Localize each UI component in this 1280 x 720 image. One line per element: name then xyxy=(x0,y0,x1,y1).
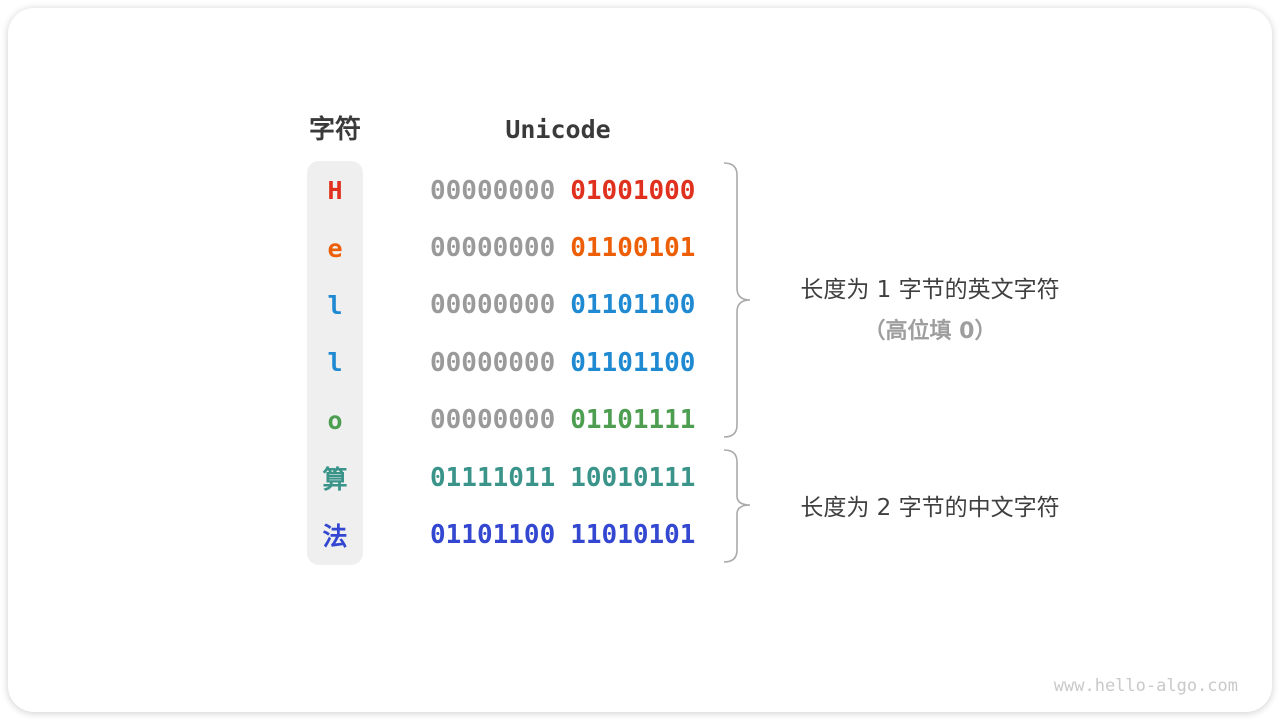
low-byte: 01101111 xyxy=(570,405,696,436)
table-row: 算 01111011 10010111 xyxy=(0,449,1280,506)
diagram-card xyxy=(8,8,1272,712)
high-byte: 01111011 xyxy=(430,462,556,493)
annotation-chinese-chars: 长度为 2 字节的中文字符 xyxy=(800,495,1060,521)
encoding-table: H 00000000 01001000 e 00000000 01100101 … xyxy=(0,162,1280,564)
brace-chinese-group xyxy=(723,449,751,563)
char-cell: 算 xyxy=(322,464,348,494)
char-column-background xyxy=(307,161,363,565)
char-cell: e xyxy=(327,233,343,263)
char-column-header: 字符 xyxy=(308,115,361,145)
low-byte: 01101100 xyxy=(570,347,696,378)
low-byte: 01101100 xyxy=(570,290,696,321)
table-row: 法 01101100 11010101 xyxy=(0,506,1280,563)
unicode-bytes: 00000000 01100101 xyxy=(430,219,695,276)
curly-brace-icon xyxy=(723,162,751,563)
char-cell: H xyxy=(327,176,343,206)
unicode-bytes: 00000000 01101100 xyxy=(430,277,695,334)
annotation-english-chars: 长度为 1 字节的英文字符 （高位填 0） xyxy=(770,270,1090,345)
low-byte: 01100101 xyxy=(570,233,696,264)
high-byte: 00000000 xyxy=(430,290,556,321)
high-byte: 00000000 xyxy=(430,405,556,436)
unicode-bytes: 01111011 10010111 xyxy=(430,449,695,506)
char-cell: l xyxy=(327,290,343,320)
table-row: e 00000000 01100101 xyxy=(0,219,1280,276)
table-row: o 00000000 01101111 xyxy=(0,392,1280,449)
high-byte: 00000000 xyxy=(430,347,556,378)
brace-english-group xyxy=(723,162,751,438)
unicode-bytes: 01101100 11010101 xyxy=(430,506,695,563)
char-cell: o xyxy=(327,405,343,435)
unicode-bytes: 00000000 01101100 xyxy=(430,334,695,391)
high-byte: 01101100 xyxy=(430,520,556,551)
low-byte: 11010101 xyxy=(570,520,696,551)
high-byte: 00000000 xyxy=(430,233,556,264)
unicode-column-header: Unicode xyxy=(505,115,611,144)
table-row: l 00000000 01101100 xyxy=(0,277,1280,334)
unicode-bytes: 00000000 01101111 xyxy=(430,392,695,449)
annotation-english-line2: （高位填 0） xyxy=(863,319,997,344)
char-cell: 法 xyxy=(322,522,348,552)
high-byte: 00000000 xyxy=(430,175,556,206)
watermark-text: www.hello-algo.com xyxy=(1053,676,1238,696)
low-byte: 01001000 xyxy=(570,175,696,206)
annotation-english-line1: 长度为 1 字节的英文字符 xyxy=(800,277,1060,303)
char-cell: l xyxy=(327,348,343,378)
low-byte: 10010111 xyxy=(570,462,696,493)
unicode-bytes: 00000000 01001000 xyxy=(430,162,695,219)
table-row: H 00000000 01001000 xyxy=(0,162,1280,219)
table-row: l 00000000 01101100 xyxy=(0,334,1280,391)
